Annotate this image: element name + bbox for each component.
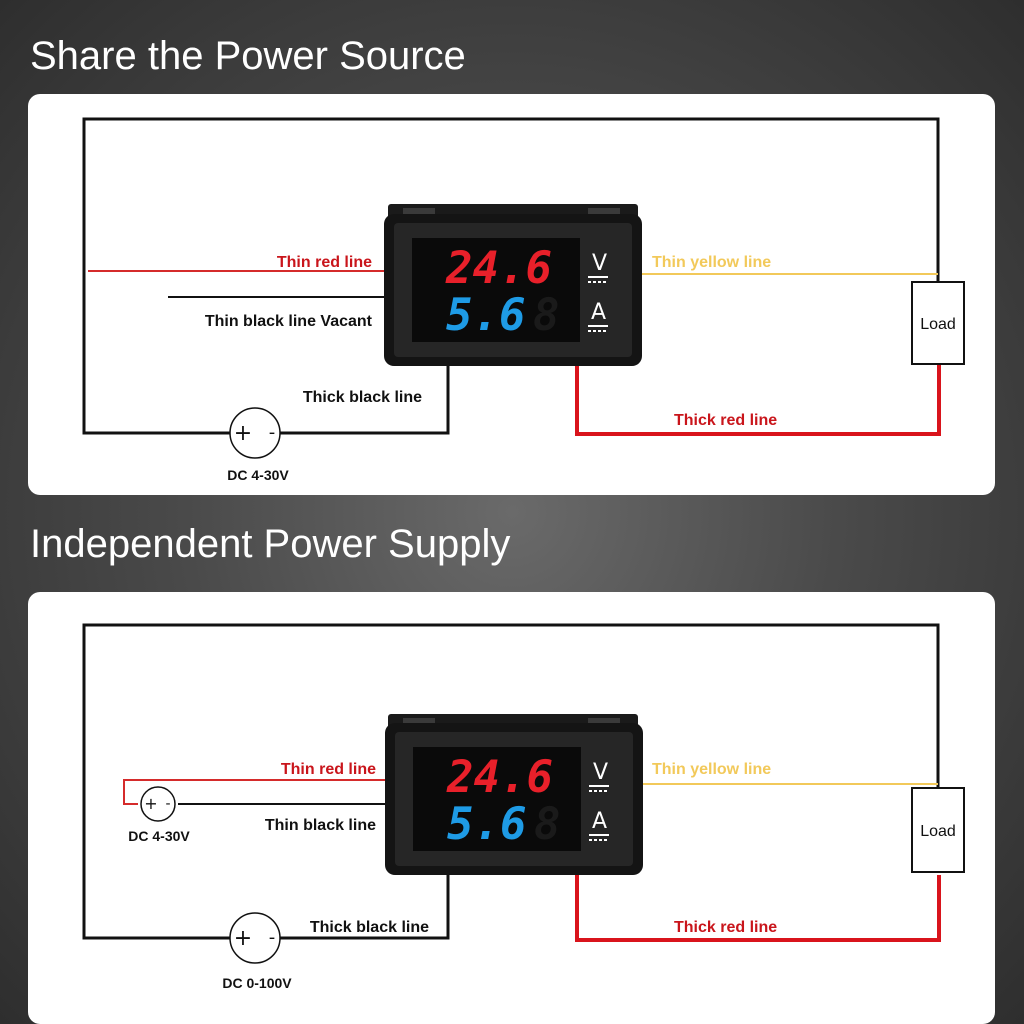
minus-sign: - <box>269 927 276 948</box>
outer-black-wire <box>82 117 940 435</box>
label-thick-red: Thick red line <box>674 919 777 936</box>
load-box: Load <box>911 281 965 365</box>
section-title-independent-supply: Independent Power Supply <box>30 522 511 566</box>
diagram-panel-independent-supply: Load + - + - 24.6 5.6 8 V A <box>28 592 995 1024</box>
thick-red-wire <box>575 874 941 942</box>
label-dc-source: DC 4-30V <box>227 467 289 483</box>
minus-sign: - <box>165 796 170 812</box>
wiring-diagram-share-power: Load + - 24.6 5.6 8 V A Thin red l <box>82 117 965 483</box>
plus-sign: + <box>234 926 252 951</box>
voltmeter-ammeter: 24.6 5.6 8 V A <box>385 714 643 875</box>
current-reading: 5.6 <box>447 799 526 850</box>
aux-dc-source-symbol: + - <box>140 786 176 822</box>
unlit-digit: 8 <box>533 290 560 341</box>
label-thin-red: Thin red line <box>281 761 376 778</box>
label-thin-yellow: Thin yellow line <box>652 254 771 271</box>
section-title-share-power: Share the Power Source <box>30 34 466 78</box>
dc-source-symbol: + - <box>229 912 281 964</box>
voltmeter-ammeter: 24.6 5.6 8 V A <box>384 204 642 366</box>
voltage-unit: V <box>592 251 607 276</box>
label-thin-red: Thin red line <box>277 254 372 271</box>
thick-black-wire <box>280 364 450 435</box>
plus-sign: + <box>144 794 157 813</box>
plus-sign: + <box>234 421 252 446</box>
current-unit: A <box>591 300 606 325</box>
diagram-panel-share-power: Load + - 24.6 5.6 8 V A Thin red l <box>28 94 995 495</box>
thick-black-wire <box>280 874 450 940</box>
thick-red-wire <box>575 364 941 436</box>
wiring-diagram-independent-supply: Load + - + - 24.6 5.6 8 V A <box>82 623 965 991</box>
minus-sign: - <box>269 422 276 443</box>
load-box: Load <box>911 787 965 873</box>
outer-black-wire <box>82 623 940 940</box>
current-unit: A <box>592 809 607 834</box>
label-thin-yellow: Thin yellow line <box>652 761 771 778</box>
label-thick-red: Thick red line <box>674 412 777 429</box>
load-label: Load <box>920 823 956 840</box>
current-reading: 5.6 <box>446 290 525 341</box>
label-aux-dc-source: DC 4-30V <box>128 828 190 844</box>
dc-source-symbol: + - <box>229 407 281 459</box>
label-thick-black: Thick black line <box>310 919 429 936</box>
label-dc-source: DC 0-100V <box>222 975 292 991</box>
label-thin-black: Thin black line <box>265 817 376 834</box>
voltage-unit: V <box>593 760 608 785</box>
label-thin-black: Thin black line Vacant <box>205 313 373 330</box>
voltage-reading: 24.6 <box>446 752 553 803</box>
label-thick-black: Thick black line <box>303 389 422 406</box>
thin-red-wire <box>123 779 385 805</box>
load-label: Load <box>920 316 956 333</box>
unlit-digit: 8 <box>534 799 561 850</box>
voltage-reading: 24.6 <box>445 243 552 294</box>
